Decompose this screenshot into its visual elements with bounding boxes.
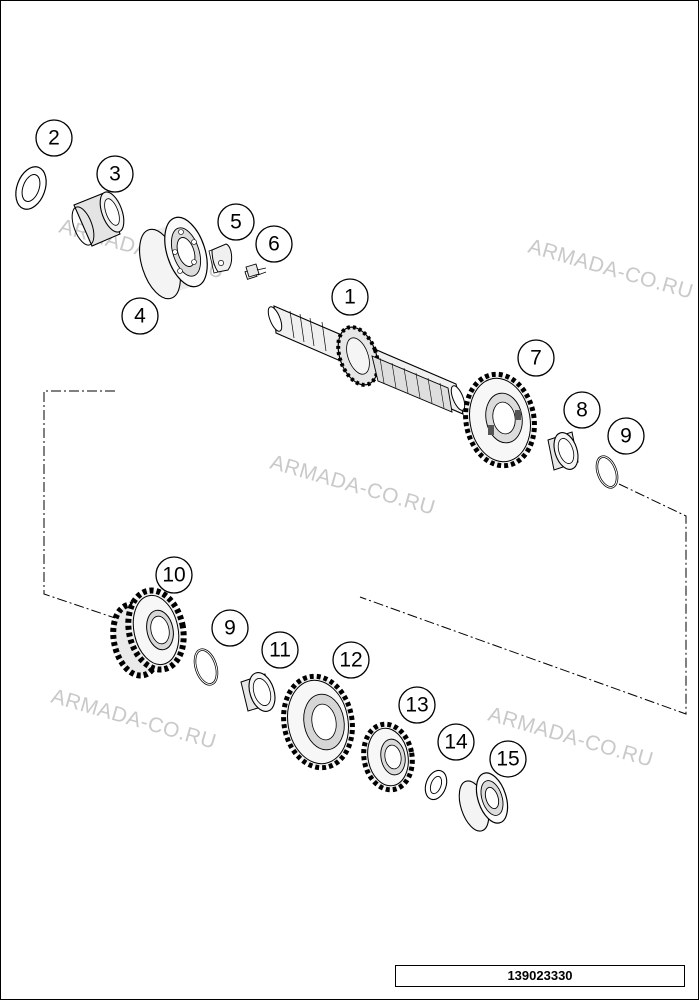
callout-number: 14 bbox=[444, 731, 468, 754]
callout-number: 9 bbox=[620, 425, 632, 448]
callout-9: 9 bbox=[211, 609, 249, 647]
callout-6: 6 bbox=[255, 225, 293, 263]
gear-drawing bbox=[361, 721, 415, 793]
watermark: ARMADA-CO.RU bbox=[526, 235, 696, 304]
callout-1: 1 bbox=[331, 278, 369, 316]
needle-bearing-drawing bbox=[240, 672, 276, 712]
locking-plate-drawing bbox=[208, 243, 233, 274]
lock-ring-drawing bbox=[193, 648, 219, 686]
callout-13: 13 bbox=[398, 686, 436, 724]
callout-number: 8 bbox=[576, 399, 588, 422]
callout-4: 4 bbox=[121, 297, 159, 335]
callout-number: 1 bbox=[344, 286, 356, 309]
needle-bearing-drawing bbox=[547, 431, 579, 471]
callout-5: 5 bbox=[217, 203, 255, 241]
callout-7: 7 bbox=[517, 339, 555, 377]
callout-14: 14 bbox=[437, 723, 475, 761]
callout-number: 15 bbox=[496, 748, 519, 771]
washer-drawing bbox=[424, 769, 448, 801]
callout-number: 13 bbox=[405, 694, 428, 717]
callout-3: 3 bbox=[96, 155, 134, 193]
drawing-number: 139023330 bbox=[395, 965, 685, 987]
callout-8: 8 bbox=[563, 391, 601, 429]
gear-drawing bbox=[463, 371, 537, 469]
callout-11: 11 bbox=[261, 631, 299, 669]
callout-number: 7 bbox=[530, 347, 542, 370]
callout-9: 9 bbox=[607, 417, 645, 455]
thrust-washer-drawing bbox=[15, 166, 47, 210]
callout-number: 2 bbox=[48, 127, 60, 150]
callout-number: 3 bbox=[109, 163, 121, 186]
callout-12: 12 bbox=[332, 641, 370, 679]
ball-bearing-drawing bbox=[458, 772, 509, 832]
ball-bearing-drawing bbox=[139, 216, 208, 300]
callout-number: 11 bbox=[269, 639, 291, 662]
gear-drawing bbox=[281, 673, 355, 771]
callout-15: 15 bbox=[489, 740, 527, 778]
callout-10: 10 bbox=[155, 556, 193, 594]
callout-number: 9 bbox=[224, 617, 236, 640]
callout-number: 10 bbox=[162, 564, 185, 587]
callout-number: 4 bbox=[134, 305, 146, 328]
screw-drawing bbox=[244, 263, 267, 280]
needle-bushing-drawing bbox=[71, 191, 125, 247]
assembly-boundary-line bbox=[359, 483, 687, 715]
lock-ring-drawing bbox=[595, 455, 619, 489]
main-shaft-drawing bbox=[267, 305, 466, 415]
callout-number: 12 bbox=[339, 649, 362, 672]
assembly-boundary-line bbox=[43, 390, 116, 619]
double-gear-drawing bbox=[110, 587, 187, 679]
watermark: ARMADA-CO.RU bbox=[49, 685, 219, 754]
callout-number: 5 bbox=[230, 211, 242, 234]
part-callouts: 1 2 3 4 5 6 7 8 9 10 9 11 12 13 14 15 bbox=[35, 119, 645, 778]
callout-number: 6 bbox=[268, 233, 280, 256]
callout-2: 2 bbox=[35, 119, 73, 157]
watermark: ARMADA-CO.RU bbox=[268, 451, 438, 520]
